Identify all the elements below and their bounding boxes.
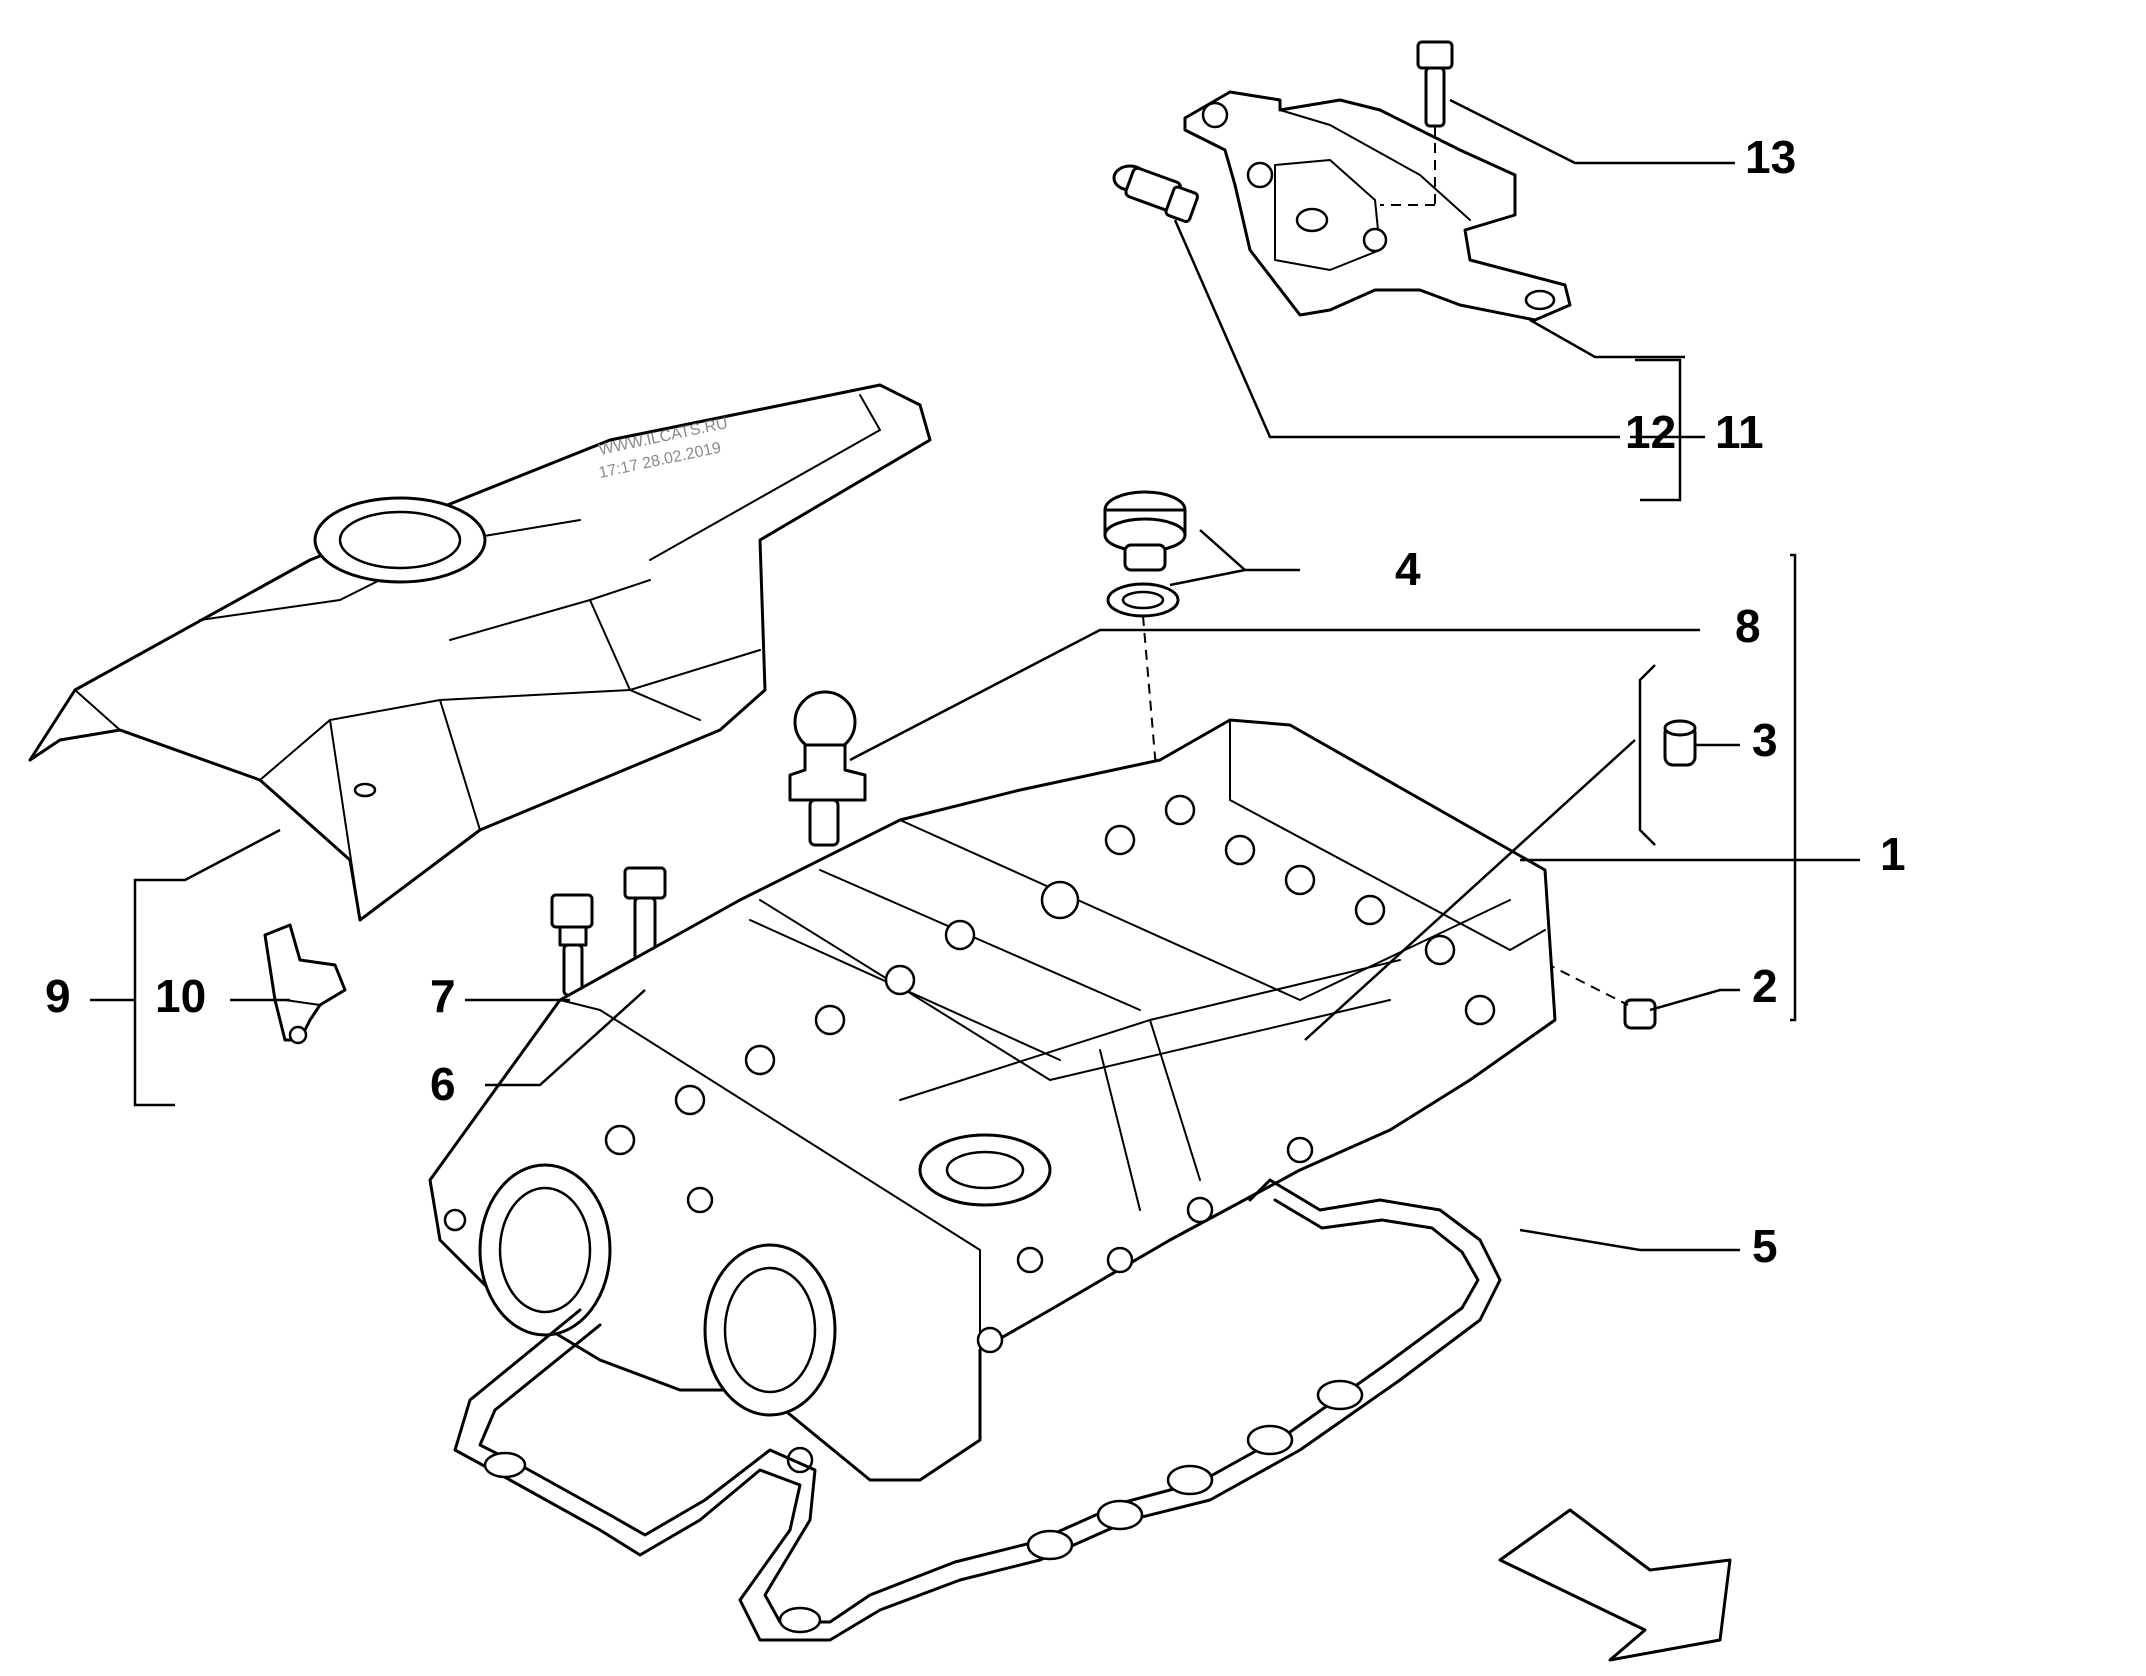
callout-9: 9 xyxy=(45,970,71,1022)
callout-8: 8 xyxy=(1735,600,1761,652)
cover-clip xyxy=(263,923,347,1045)
callout-10: 10 xyxy=(155,970,206,1022)
mounting-bracket xyxy=(1183,90,1572,322)
ball-stud xyxy=(788,690,867,847)
direction-arrow xyxy=(1498,1508,1732,1662)
callout-2: 2 xyxy=(1752,960,1778,1012)
bolt-short xyxy=(550,893,594,997)
callout-11: 11 xyxy=(1715,406,1764,458)
callout-7: 7 xyxy=(430,970,456,1022)
cylinder-head-cover xyxy=(428,718,1557,1482)
threaded-plug xyxy=(1623,998,1657,1030)
dowel-pin xyxy=(1663,719,1697,767)
cover-gasket xyxy=(453,1178,1502,1642)
callout-5: 5 xyxy=(1752,1220,1778,1272)
callout-6: 6 xyxy=(430,1058,456,1110)
callout-1: 1 xyxy=(1880,828,1906,880)
callout-12: 12 xyxy=(1625,406,1676,458)
sealing-washer xyxy=(1106,582,1180,618)
bracket-bolt xyxy=(1416,40,1454,128)
callout-3: 3 xyxy=(1752,714,1778,766)
engine-cover xyxy=(28,383,932,922)
filler-plug xyxy=(1103,490,1187,572)
leader-lines xyxy=(90,98,1860,1252)
bracket-stud xyxy=(1112,164,1199,224)
callout-4: 4 xyxy=(1395,543,1421,595)
callout-13: 13 xyxy=(1745,131,1796,183)
